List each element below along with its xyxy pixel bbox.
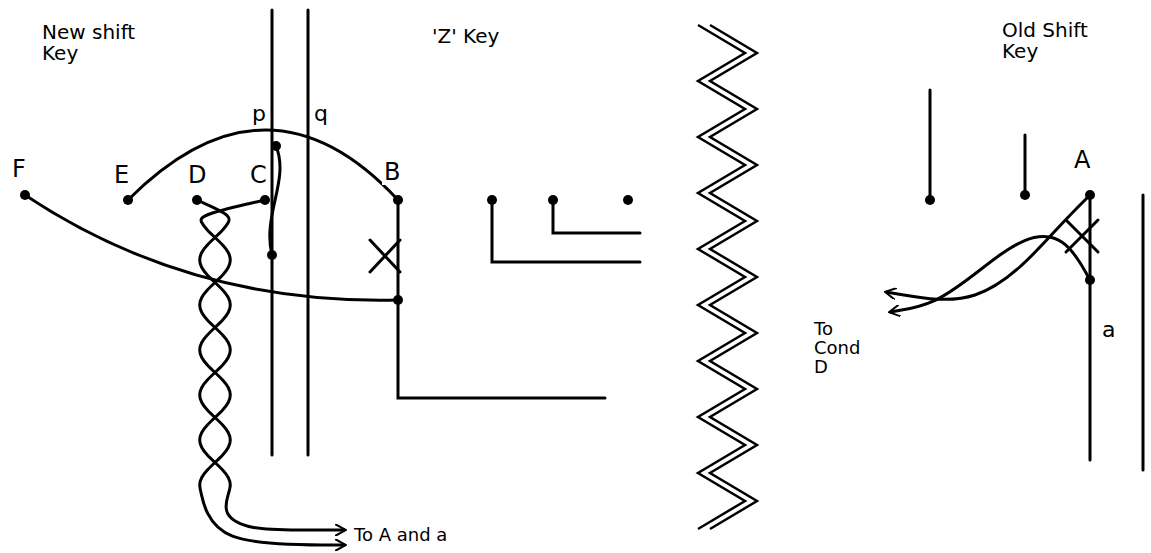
key-bar — [307, 10, 310, 455]
contact-dot — [123, 195, 133, 205]
contact-dot — [260, 195, 270, 205]
twisted-wire — [890, 237, 1090, 312]
key-bar — [1089, 195, 1092, 460]
contact-dot — [548, 195, 558, 205]
spring-wire — [270, 146, 280, 255]
contact-dot — [393, 295, 403, 305]
label: F — [10, 157, 28, 182]
contact-dot — [271, 141, 281, 151]
label: Old Shift Key — [1000, 20, 1124, 62]
contact-arc — [128, 130, 398, 200]
contact-dot — [1085, 190, 1095, 200]
contact-dot — [267, 250, 277, 260]
contact-dot — [925, 195, 935, 205]
key-bar — [1024, 135, 1027, 195]
key-bar — [929, 90, 932, 200]
label: To Cond D — [812, 320, 880, 377]
label: q — [312, 102, 330, 125]
contact-dot — [487, 195, 497, 205]
contact-dot — [393, 195, 403, 205]
label: New shift Key — [40, 22, 164, 64]
label: E — [112, 163, 131, 188]
contact-dot — [20, 190, 30, 200]
contact-dot — [1020, 190, 1030, 200]
twisted-wire — [197, 200, 345, 530]
twisted-wire — [200, 200, 345, 545]
wire — [553, 200, 640, 233]
cut-mark — [1066, 220, 1098, 252]
label: D — [186, 163, 208, 188]
label: To A and a — [352, 526, 449, 545]
label: a — [1100, 318, 1117, 341]
cut-mark — [370, 240, 400, 272]
break-mark — [698, 25, 745, 529]
contact-dot — [192, 195, 202, 205]
contact-dot — [623, 195, 633, 205]
label: 'Z' Key — [430, 26, 544, 47]
label: C — [248, 163, 269, 188]
break-mark — [710, 25, 757, 529]
contact-dot — [1085, 275, 1095, 285]
wire — [398, 200, 605, 398]
label: p — [250, 102, 268, 125]
label: B — [382, 160, 402, 185]
wire — [492, 200, 640, 262]
key-bar — [1142, 195, 1145, 470]
label: A — [1072, 148, 1092, 173]
twisted-wire — [886, 195, 1090, 299]
